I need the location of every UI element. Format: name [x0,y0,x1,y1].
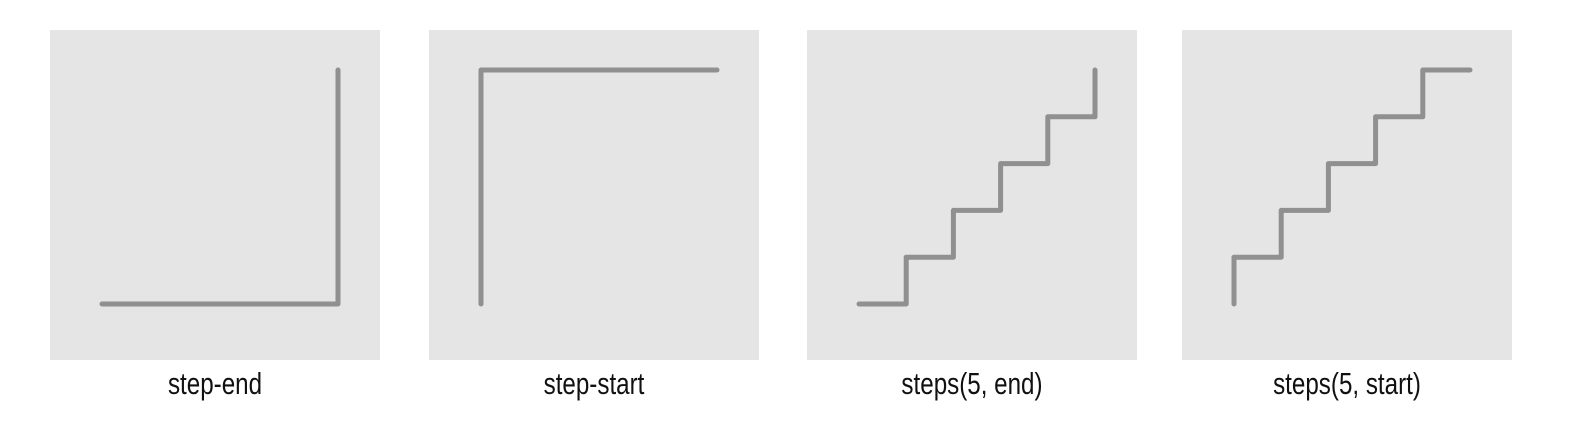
step-curve-line [1231,67,1473,307]
panel-steps-5-end [807,30,1137,360]
step-curve-line [478,67,720,307]
panel-step-start [429,30,759,360]
step-curve-line [856,67,1098,307]
caption-steps-5-start: steps(5, start) [1273,366,1421,401]
step-curve-line [99,67,341,307]
caption-step-start: step-start [543,366,645,401]
panel-background [1182,30,1512,360]
step-curve-steps-5-start [1231,67,1473,307]
caption-steps-5-end: steps(5, end) [901,366,1043,401]
caption-step-end: step-end [167,366,263,401]
panel-background [429,30,759,360]
step-curve-step-start [478,67,720,307]
panel-steps-5-start [1182,30,1512,360]
step-curve-step-end [99,67,341,307]
step-curve-steps-5-end [856,67,1098,307]
panel-step-end [50,30,380,360]
